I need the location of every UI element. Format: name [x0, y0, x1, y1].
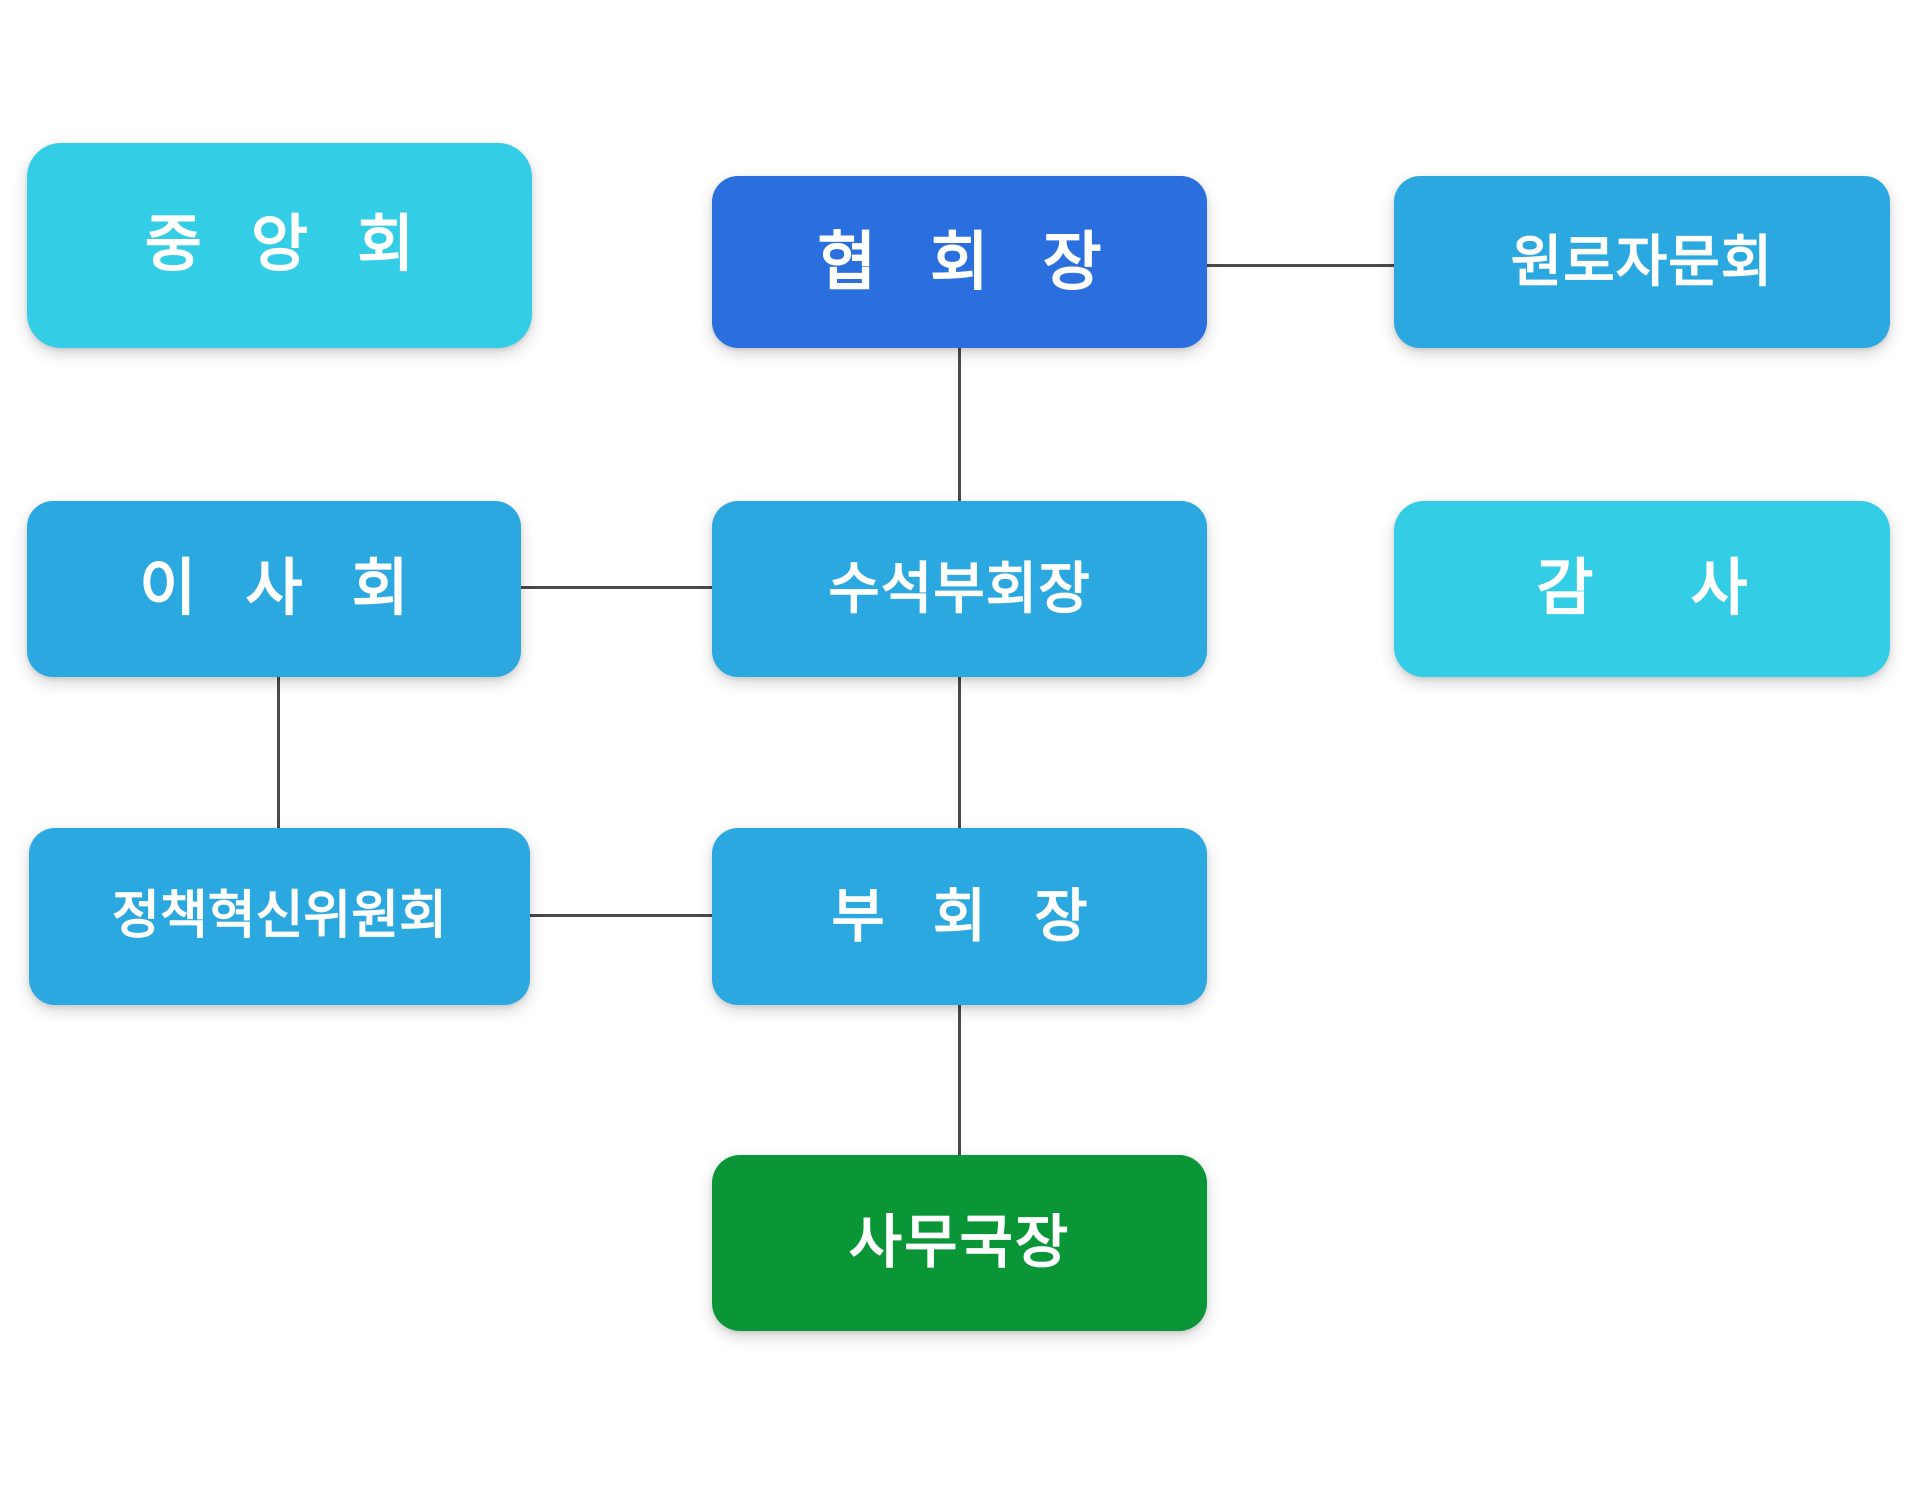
org-node-senior-vice-president[interactable]: 수석부회장: [712, 501, 1207, 677]
org-node-board-of-directors[interactable]: 이 사 회: [27, 501, 521, 677]
org-node-president[interactable]: 협 회 장: [712, 176, 1207, 348]
connector-policy-committee-to-vice-president: [528, 914, 714, 917]
org-node-label-secretary-general: 사무국장: [848, 1210, 1071, 1276]
connector-senior-vice-president-to-vice-president: [958, 675, 961, 830]
org-node-elders-advisory-council[interactable]: 원로자문회: [1394, 176, 1890, 348]
org-node-label-president: 협 회 장: [817, 225, 1120, 298]
org-node-policy-innovation-committee[interactable]: 정책혁신위원회: [29, 828, 530, 1005]
connector-vice-president-to-secretary-general: [958, 1003, 961, 1157]
org-node-label-board-of-directors: 이 사 회: [139, 553, 425, 623]
org-node-secretary-general[interactable]: 사무국장: [712, 1155, 1207, 1331]
org-node-label-auditor: 감 사: [1536, 553, 1788, 623]
connector-board-to-senior-vice-president: [519, 586, 714, 589]
org-node-central-association[interactable]: 중 앙 회: [27, 143, 532, 348]
connector-president-to-elders: [1205, 264, 1396, 267]
connector-president-to-senior-vice-president: [958, 346, 961, 503]
org-node-label-policy-innovation-committee: 정책혁신위원회: [112, 886, 447, 945]
org-node-label-central-association: 중 앙 회: [144, 210, 431, 280]
org-node-vice-president[interactable]: 부 회 장: [712, 828, 1207, 1005]
org-node-label-senior-vice-president: 수석부회장: [828, 557, 1091, 621]
org-node-label-vice-president: 부 회 장: [831, 883, 1104, 949]
org-node-label-elders-advisory-council: 원로자문회: [1510, 230, 1774, 294]
org-node-auditor[interactable]: 감 사: [1394, 501, 1890, 677]
connector-board-to-policy-committee: [277, 675, 280, 830]
